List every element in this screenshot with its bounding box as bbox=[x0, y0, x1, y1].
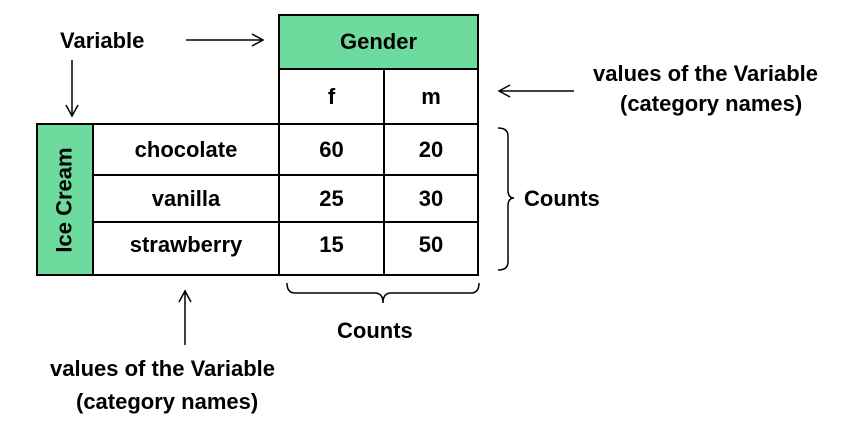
icecream-header-text: Ice Cream bbox=[52, 146, 77, 253]
gender-header-fill bbox=[279, 15, 478, 69]
row-categories-label-line1: values of the Variable bbox=[50, 356, 275, 381]
count-cell: 20 bbox=[418, 136, 444, 162]
gender-header: Gender bbox=[339, 29, 418, 54]
row-label-vanilla: vanilla bbox=[151, 185, 221, 211]
icecream-header-fill bbox=[37, 124, 93, 275]
row-label-strawberry: strawberry bbox=[129, 231, 243, 257]
icecream-header: Ice Cream bbox=[37, 124, 93, 275]
count-cell: 50 bbox=[418, 231, 444, 257]
row-categories-label-line2: (category names) bbox=[76, 389, 259, 414]
arrows bbox=[65, 33, 574, 345]
variable-label: Variable bbox=[60, 28, 145, 53]
table-grid bbox=[36, 14, 479, 276]
count-cell: 30 bbox=[418, 185, 444, 211]
column-categories-label-line2: (category names) bbox=[620, 91, 803, 116]
counts-bottom-label: Counts bbox=[337, 318, 413, 343]
counts-bracket-right bbox=[497, 127, 515, 271]
counts-bracket-bottom bbox=[286, 282, 480, 304]
column-category-m: m bbox=[421, 83, 441, 109]
count-cell: 60 bbox=[319, 136, 344, 162]
count-cell: 25 bbox=[319, 185, 344, 211]
column-category-f: f bbox=[327, 83, 336, 109]
counts-right-label: Counts bbox=[524, 186, 600, 211]
row-label-chocolate: chocolate bbox=[134, 136, 238, 162]
count-cell: 15 bbox=[319, 231, 344, 257]
column-categories-label-line1: values of the Variable bbox=[593, 61, 818, 86]
